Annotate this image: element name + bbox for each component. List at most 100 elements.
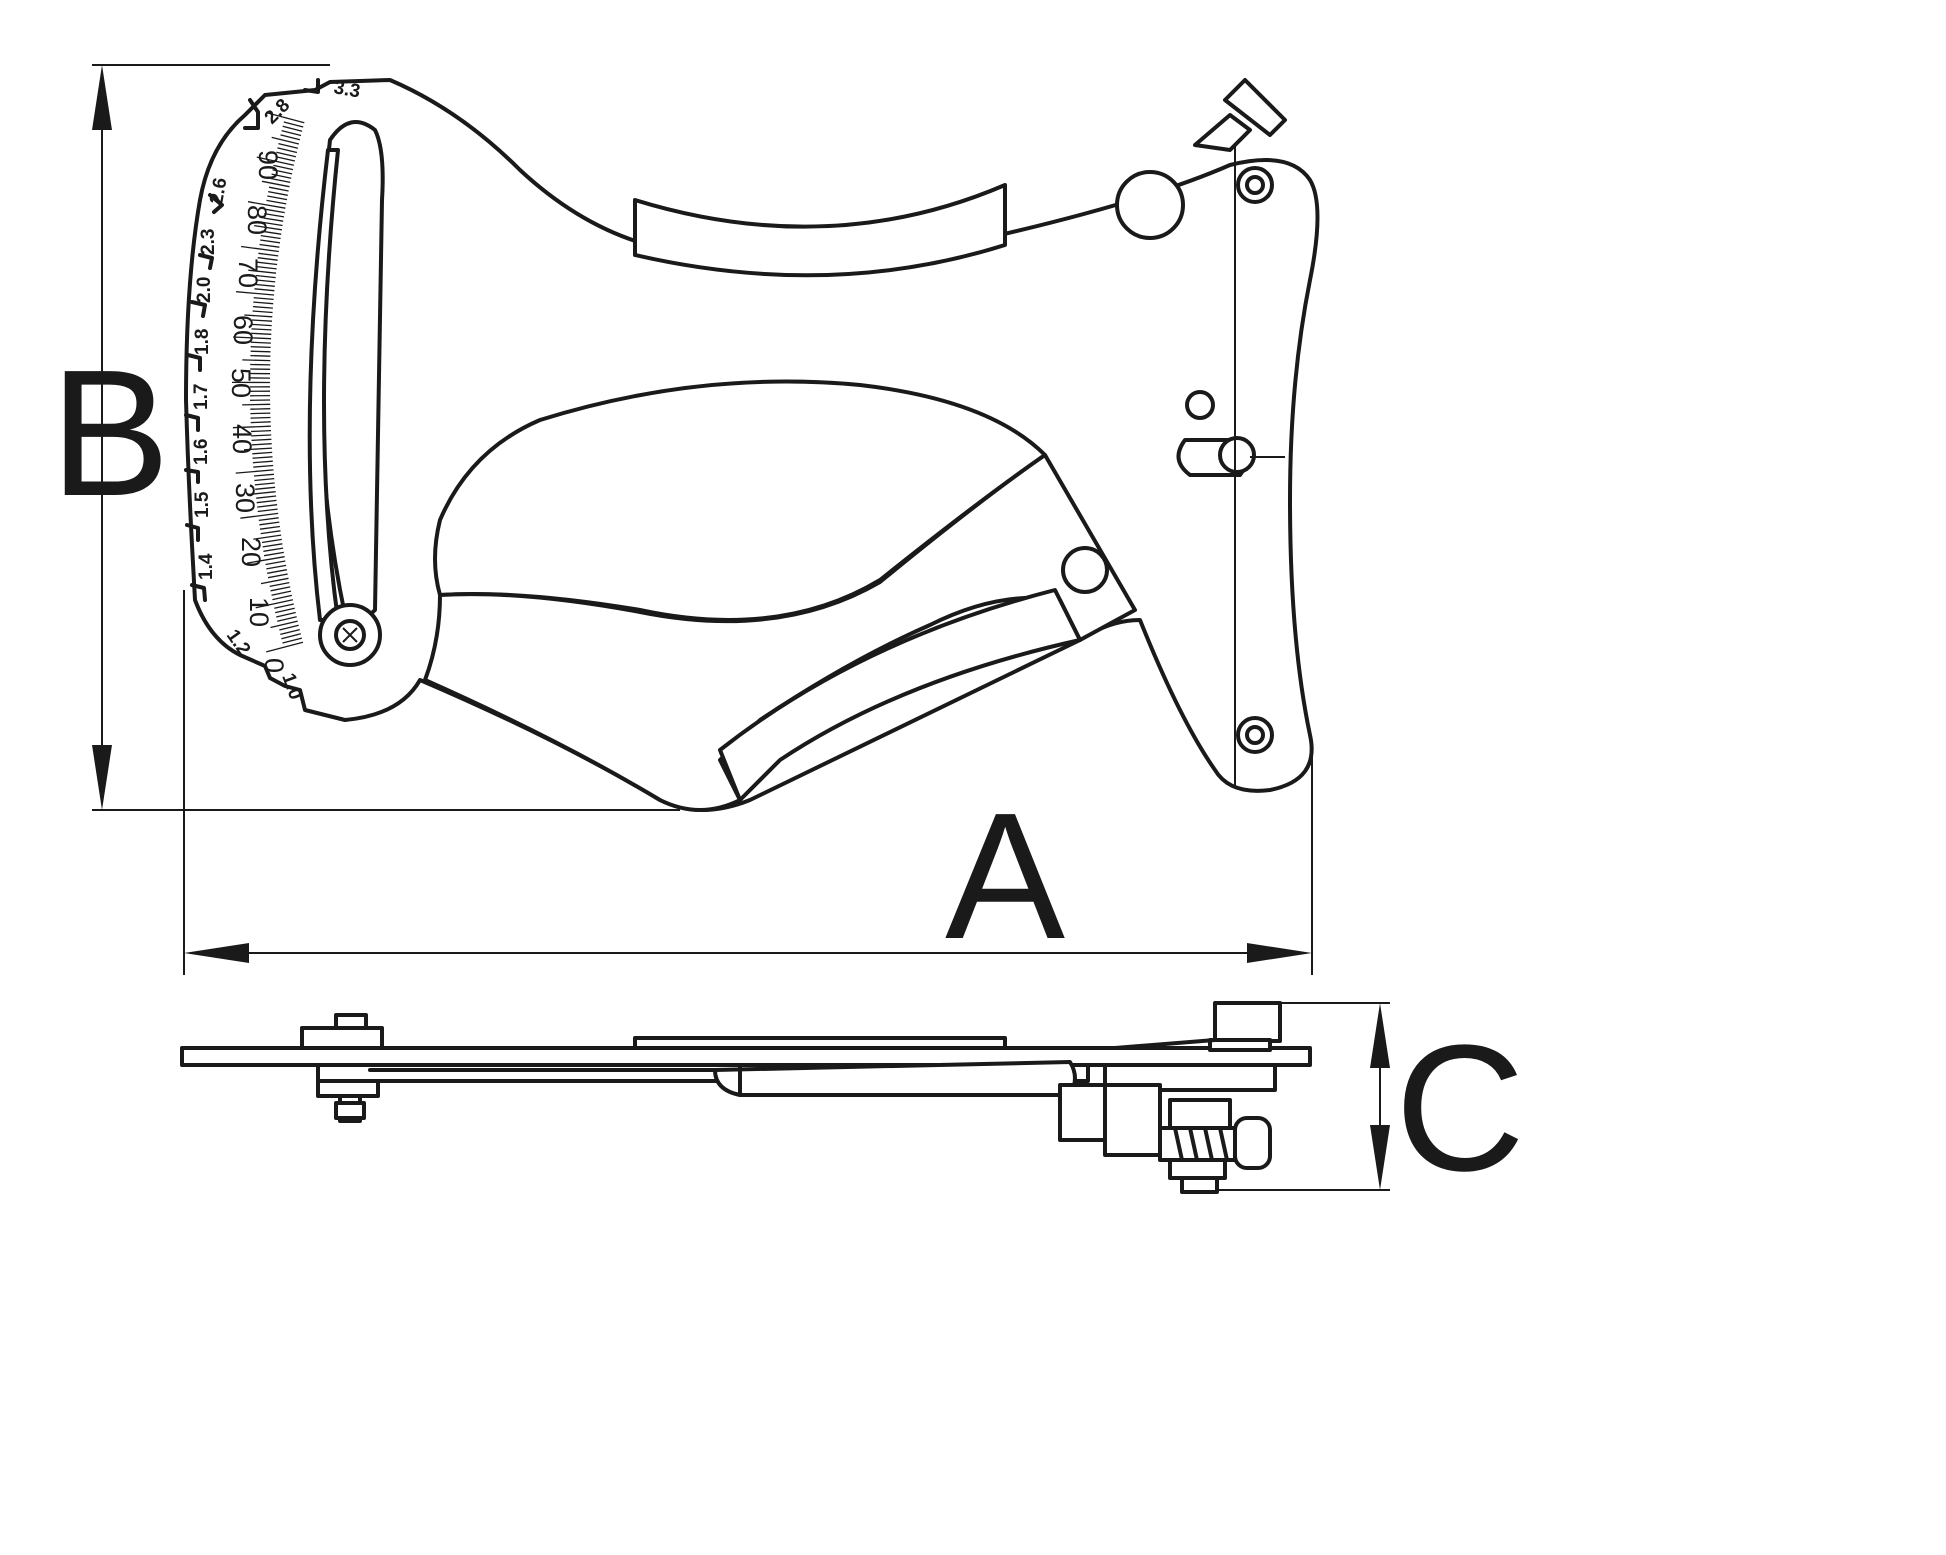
graduation-tick: [233, 336, 272, 340]
graduation-tick: [266, 199, 287, 205]
graduation-tick: [235, 469, 274, 474]
graduation-tick: [241, 245, 279, 253]
graduation-tick: [232, 425, 271, 429]
upper-grip-insert: [633, 183, 1007, 278]
angle-scale: 0 10 20 30 40 50 60 70 80 90: [226, 150, 289, 673]
graduation-tick: [253, 534, 282, 540]
graduation-tick: [279, 624, 299, 631]
graduation-tick: [257, 257, 278, 261]
grip-insert-edge: [633, 1036, 1007, 1050]
small-hole: [1185, 390, 1215, 420]
lever-hole: [1061, 546, 1109, 594]
graduation-tick: [259, 243, 280, 248]
angle-label-50: 50: [226, 368, 256, 398]
graduation-tick: [280, 134, 301, 141]
thickness-label-1-8: 1.8: [192, 329, 213, 355]
graduation-tick: [265, 560, 286, 566]
graduation-tick: [259, 525, 280, 530]
graduation-tick: [267, 573, 288, 579]
graduation-tick: [277, 616, 297, 622]
graduation-tick: [257, 504, 278, 508]
graduation-tick: [273, 164, 294, 171]
graduation-tick: [275, 155, 296, 162]
graduation-tick: [271, 136, 300, 145]
graduation-tick: [246, 556, 285, 564]
thickness-label-1-6: 1.6: [191, 439, 212, 465]
graduation-tick: [256, 265, 277, 270]
dimension-c-label: C: [1395, 1008, 1525, 1209]
lower-grip-insert: [718, 588, 1082, 802]
graduation-tick: [252, 310, 273, 314]
graduation-tick: [247, 491, 276, 496]
thickness-label-2-0: 2.0: [194, 277, 215, 303]
notch-edge: [184, 78, 320, 602]
graduation-tick: [270, 620, 298, 629]
right-cap: [1213, 1001, 1282, 1043]
graduation-tick: [281, 633, 301, 640]
graduation-tick: [261, 230, 282, 235]
graduation-tick: [250, 416, 271, 419]
graduation-tick: [263, 551, 284, 557]
graduation-tick: [242, 403, 271, 406]
dimension-b-label: B: [50, 333, 170, 534]
graduation-tick: [267, 195, 288, 201]
graduation-tick: [258, 252, 279, 257]
spring-coil-turns: [1173, 1126, 1229, 1162]
c-arrow-down: [1370, 1125, 1390, 1190]
graduation-tick: [255, 486, 276, 490]
graduation-tick: [252, 451, 273, 455]
bottom-view: [180, 1001, 1312, 1194]
b-arrow-up: [92, 65, 112, 130]
graduation-tick: [250, 429, 272, 433]
graduation-tick: [261, 538, 282, 544]
graduation-tick: [276, 611, 296, 618]
pointer-needle: [307, 148, 340, 622]
graduation-tick: [275, 607, 295, 614]
graduation-tick: [272, 169, 293, 175]
graduation-tick: [256, 495, 277, 499]
graduation-tick: [254, 283, 275, 287]
graduation-tick: [254, 288, 275, 292]
graduation-tick: [258, 517, 279, 522]
graduation-tick: [250, 346, 271, 349]
graduation-tick: [264, 208, 285, 214]
right-bracket: [1058, 1083, 1107, 1142]
graduation-tick: [268, 186, 289, 192]
graduation-tick: [251, 328, 272, 331]
graduation-tick: [248, 269, 277, 274]
right-frame: [1103, 1083, 1162, 1157]
graduation-tick: [240, 512, 279, 519]
graduation-tick: [260, 577, 289, 585]
graduation-tick: [271, 590, 292, 596]
top-rivet-inner: [1245, 175, 1265, 195]
thickness-label-3-3: 3.3: [332, 77, 362, 102]
graduation-tick: [281, 129, 302, 137]
graduation-tick: [242, 359, 271, 362]
screw-cross-icon: [342, 627, 358, 643]
graduation-tick: [254, 224, 282, 231]
graduation-tick: [280, 628, 300, 636]
graduation-tick: [270, 177, 291, 184]
angle-label-40: 40: [227, 424, 257, 454]
graduation-tick: [260, 239, 281, 244]
angle-label-10: 10: [244, 597, 274, 627]
adjuster-knob: [1233, 1116, 1272, 1170]
graduation-tick: [257, 508, 278, 513]
graduation-tick: [250, 412, 271, 415]
thickness-label-1-5: 1.5: [192, 491, 213, 518]
graduation-tick: [255, 599, 294, 609]
thickness-label-2-3: 2.3: [198, 229, 219, 255]
degree-graduations: [231, 112, 305, 653]
graduation-tick: [276, 151, 297, 158]
graduation-tick: [244, 314, 273, 318]
top-clip: [1193, 113, 1252, 152]
graduation-tick: [272, 594, 293, 601]
graduation-tick: [271, 173, 292, 179]
angle-label-70: 70: [233, 258, 263, 288]
graduation-tick: [252, 456, 273, 459]
graduation-tick: [267, 112, 305, 124]
graduation-tick: [250, 408, 271, 410]
graduation-tick: [262, 543, 283, 548]
graduation-tick: [250, 354, 271, 357]
